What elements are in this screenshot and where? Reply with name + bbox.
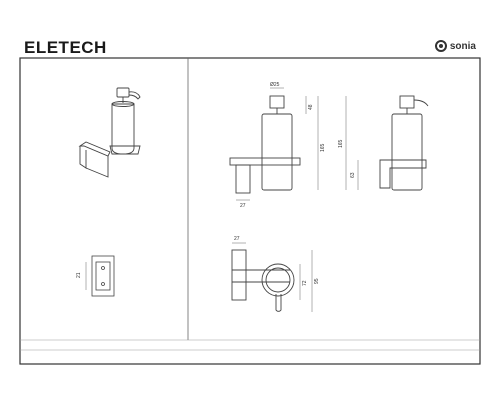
dim-label-cap: Ø25	[270, 82, 280, 88]
front-elevation	[229, 95, 301, 194]
dim-label-small: 21	[76, 272, 82, 278]
dim-label-side-bracket: 63	[350, 172, 356, 178]
bottle-top	[111, 101, 135, 107]
top-dimensions	[232, 242, 313, 312]
holder-ring	[109, 145, 141, 155]
sonia-logo-text: sonia	[449, 40, 476, 52]
screw-hole-top	[101, 266, 105, 270]
top-ring-inner	[265, 267, 291, 293]
dim-label-pump: 48	[308, 104, 314, 110]
wall-bracket-top	[78, 141, 111, 157]
wall-plate	[79, 146, 87, 169]
fixing-plate-inner	[95, 261, 111, 291]
front-shelf	[229, 157, 301, 166]
sonia-logo: sonia	[434, 40, 476, 52]
screw-hole-bottom	[101, 282, 105, 286]
top-view	[231, 249, 295, 312]
top-wall-plate	[231, 249, 247, 301]
side-pump-head	[399, 95, 415, 109]
side-bracket	[379, 159, 427, 189]
bracket-side	[85, 156, 109, 178]
dim-label-top-total: 95	[314, 278, 320, 284]
side-dimensions	[345, 96, 359, 190]
front-dimensions	[236, 87, 319, 201]
front-bottle	[261, 113, 293, 191]
bottle-body	[111, 103, 135, 155]
brand-title: ELETECH	[24, 38, 107, 57]
top-ring-outer	[261, 263, 295, 297]
perspective-view	[78, 87, 141, 178]
pump-spout	[128, 91, 141, 100]
dim-label-top-depth: 72	[302, 280, 308, 286]
front-pump-head	[269, 95, 285, 109]
dim-label-bottle: 165	[320, 143, 326, 152]
dim-label-side-total: 165	[338, 139, 344, 148]
side-pump-spout	[413, 99, 429, 107]
pump-head	[116, 87, 130, 98]
sonia-logo-icon	[434, 40, 447, 52]
fixing-plate-view	[85, 255, 115, 297]
fixing-plate	[91, 255, 115, 297]
sheet-frame	[19, 57, 481, 365]
side-bottle	[391, 113, 423, 191]
top-spout	[275, 294, 282, 312]
dim-label-top-offset: 27	[234, 236, 240, 242]
side-elevation	[379, 95, 429, 191]
front-wall-plate	[235, 164, 251, 194]
dim-label-base: 27	[240, 203, 246, 209]
